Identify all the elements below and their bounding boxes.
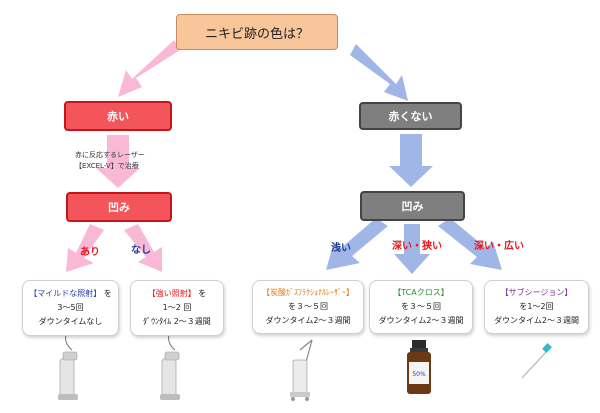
red-note-line2: 【EXCEL-V】で治療 — [75, 162, 139, 170]
arrow-root-to-gray — [350, 44, 408, 101]
bottle-label: 50% — [412, 371, 426, 378]
root-question-text: ニキビ跡の色は？ — [204, 26, 309, 42]
red-node: 赤い — [64, 101, 172, 131]
arrow-red-down — [96, 135, 140, 188]
arrow-root-to-red — [118, 40, 180, 97]
card-title: 【強い照射】 — [147, 289, 196, 298]
card-title: 【サブシージョン】 — [500, 288, 573, 297]
laser-machine-illustration-1 — [58, 331, 81, 400]
not-red-node-text: 赤くない — [388, 110, 433, 123]
no-label: なし — [131, 245, 151, 256]
treatment-card-strong: 【強い照射】 を 1～2 回 ﾀﾞｳﾝﾀｲﾑ 2～３週間 — [130, 280, 224, 336]
card-count: を３～５回 — [288, 302, 328, 311]
card-downtime: ﾀﾞｳﾝﾀｲﾑ 2～３週間 — [143, 317, 211, 326]
card-count: 1～2 回 — [162, 303, 192, 312]
co2-laser-illustration — [290, 339, 313, 401]
shallow-label: 浅い — [331, 243, 351, 254]
arrow-no — [124, 224, 162, 272]
treatment-card-subcision: 【サブシージョン】 を1～2回 ダウンタイム2～３週間 — [484, 280, 589, 334]
red-dent-text: 凹み — [108, 201, 130, 214]
yes-label: あり — [80, 247, 100, 258]
card-suffix: を — [198, 289, 207, 298]
deep-wide-label: 深い・広い — [474, 241, 524, 252]
red-node-text: 赤い — [107, 110, 129, 123]
card-downtime: ダウンタイム2～３週間 — [265, 316, 351, 325]
laser-machine-illustration-2 — [160, 331, 184, 400]
arrow-deep-narrow — [394, 224, 430, 274]
card-title: 【炭酸ｶﾞｽﾌﾗｸｼｮﾅﾙﾚｰｻﾞｰ】 — [262, 288, 354, 297]
subcision-needle-illustration — [521, 343, 552, 379]
red-treatment-note: 赤に反応するレーザー 【EXCEL-V】で治療 — [75, 150, 145, 172]
arrow-shallow — [326, 218, 388, 270]
tca-bottle-illustration: 50% — [407, 340, 431, 394]
deep-narrow-label: 深い・狭い — [392, 241, 442, 252]
gray-dent-text: 凹み — [401, 200, 424, 213]
card-count: 3～5回 — [57, 303, 84, 312]
gray-dent-node: 凹み — [360, 191, 465, 221]
card-downtime: ダウンタイム2～３週間 — [494, 316, 579, 325]
card-suffix: を — [103, 289, 112, 298]
card-title: 【TCAクロス】 — [393, 288, 449, 297]
red-dent-node: 凹み — [66, 192, 172, 222]
treatment-card-co2-laser: 【炭酸ｶﾞｽﾌﾗｸｼｮﾅﾙﾚｰｻﾞｰ】 を３～５回 ダウンタイム2～３週間 — [252, 280, 364, 334]
card-downtime: ダウンタイムなし — [38, 317, 103, 326]
root-question-node: ニキビ跡の色は？ — [176, 14, 338, 50]
arrow-deep-wide — [438, 218, 502, 270]
card-count: を３～５回 — [401, 302, 441, 311]
arrow-yes — [66, 224, 104, 272]
not-red-node: 赤くない — [359, 102, 462, 130]
treatment-card-mild: 【マイルドな照射】 を 3～5回 ダウンタイムなし — [22, 280, 119, 336]
card-count: を1～2回 — [519, 302, 554, 311]
arrow-gray-down — [389, 134, 433, 187]
treatment-card-tca-cross: 【TCAクロス】 を３～５回 ダウンタイム2～３週間 — [369, 280, 473, 334]
card-downtime: ダウンタイム2～３週間 — [378, 316, 464, 325]
red-note-line1: 赤に反応するレーザー — [75, 151, 145, 159]
card-title: 【マイルドな照射】 — [29, 289, 102, 298]
